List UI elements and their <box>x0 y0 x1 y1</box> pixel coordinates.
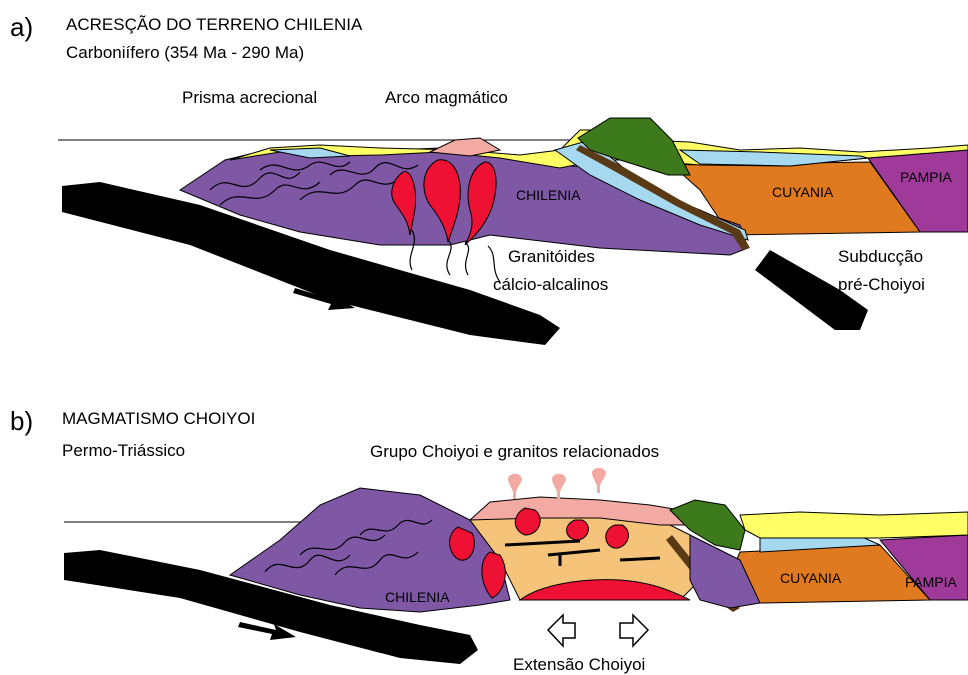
granitoids-label-2: cálcio-alcalinos <box>493 275 608 294</box>
granite-blob-5 <box>606 525 629 548</box>
eruption-plumes-b <box>508 468 606 499</box>
granite-blob-4 <box>567 520 589 540</box>
magmatic-arc-label: Arco magmático <box>385 88 508 107</box>
choiyoi-group-label: Grupo Choiyoi e granitos relacionados <box>370 442 659 461</box>
extension-label: Extensão Choiyoi <box>513 655 645 674</box>
cuyania-label-a: CUYANIA <box>772 184 834 200</box>
panel-a: a) ACRESÇÃO DO TERRENO CHILENIA Carbonií… <box>10 12 968 345</box>
chilenia-label-a: CHILENIA <box>516 187 581 203</box>
panel-a-title: ACRESÇÃO DO TERRENO CHILENIA <box>66 15 363 34</box>
accretionary-prism-label: Prisma acrecional <box>182 88 317 107</box>
panel-a-subtitle: Carboniífero (354 Ma - 290 Ma) <box>66 43 304 62</box>
granite-blob-1 <box>450 527 475 560</box>
panel-b-subtitle: Permo-Triássico <box>62 441 185 460</box>
sediment-cover-b <box>740 512 968 538</box>
subduction-label-2: pré-Choiyoi <box>838 275 925 294</box>
pampia-label-a: PAMPIA <box>900 169 953 185</box>
panel-b-title: MAGMATISMO CHOIYOI <box>62 409 255 428</box>
pampia-label-b: PAMPIA <box>905 574 958 590</box>
extension-arrow-left <box>548 615 575 646</box>
cuyania-label-b: CUYANIA <box>780 570 842 586</box>
panel-a-letter: a) <box>10 12 33 42</box>
extension-arrow-right <box>620 615 648 646</box>
granite-blob-3 <box>515 508 540 535</box>
chilenia-label-b: CHILENIA <box>385 589 450 605</box>
panel-b-letter: b) <box>10 406 33 436</box>
subduction-label-1: Subducção <box>838 247 923 266</box>
panel-b: b) MAGMATISMO CHOIYOI Permo-Triássico <box>10 406 968 674</box>
granitoids-label-1: Granitóides <box>508 247 595 266</box>
